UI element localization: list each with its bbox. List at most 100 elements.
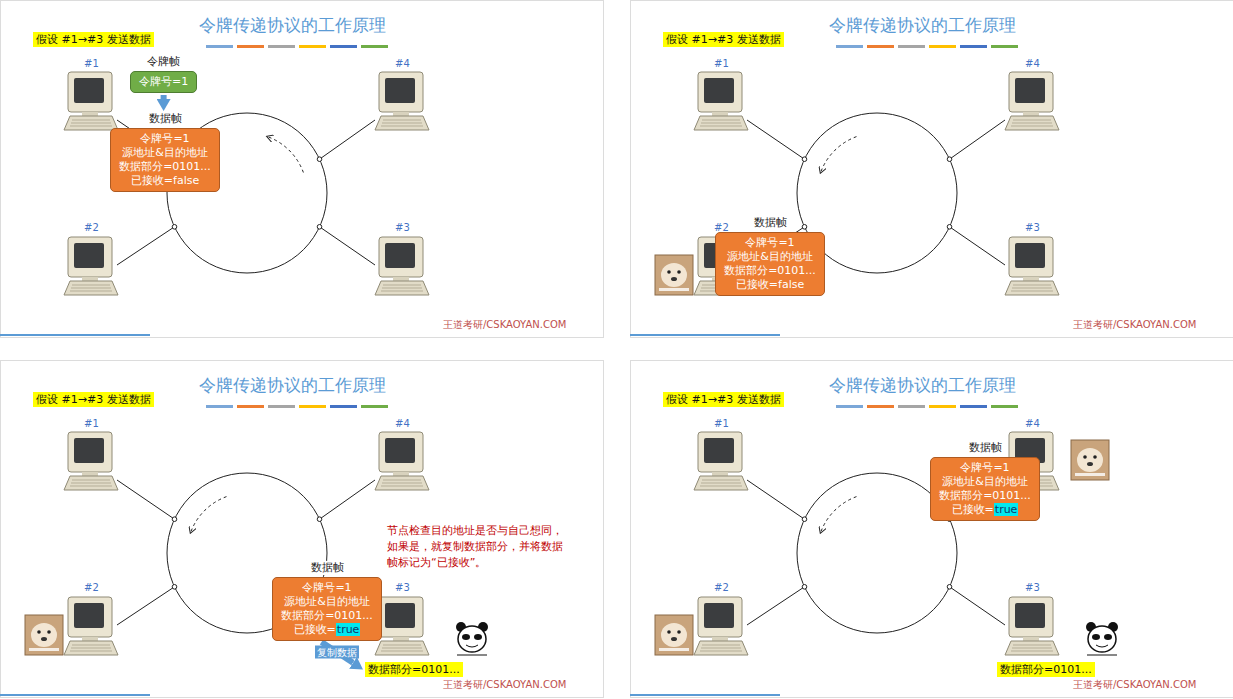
computer-icon [64,597,118,655]
frame-heading: 数据帧 [309,561,346,575]
computer-number: #4 [395,418,410,429]
frame-field: 源地址&目的地址 [284,595,370,608]
watermark: 王道考研/CSKAOYAN.COM [1073,678,1196,692]
computer-number: #1 [714,58,729,69]
computer-icon [1005,597,1059,655]
computer-icon [1005,72,1059,130]
data-frame: 数据帧令牌号=1源地址&目的地址数据部分=0101...已接收=true [930,441,1040,521]
highlight-text: 数据部分=0101... [1000,663,1092,676]
computer-number: #3 [395,582,410,593]
frame-field: 数据部分=0101... [724,264,816,277]
computer-number: #1 [84,418,99,429]
frame-field: 源地址&目的地址 [122,146,208,159]
frame-heading: 数据帧 [752,216,789,230]
computer-icon [64,72,118,130]
frame-field: 令牌号=1 [745,236,794,249]
frame-field: 数据部分=0101... [281,609,373,622]
slide-panel [630,1,1233,338]
computer-number: #1 [84,58,99,69]
computer-number: #4 [1025,58,1040,69]
assumption-highlight: 假设 #1→#3 发送数据 [663,32,784,47]
frame-field: true [994,503,1019,516]
watermark: 王道考研/CSKAOYAN.COM [443,678,566,692]
computer-icon [375,237,429,295]
assumption-highlight: 假设 #1→#3 发送数据 [33,32,154,47]
slide-panel [0,1,604,338]
frame-field: 已接收=false [736,278,804,291]
meme-image [655,615,693,655]
token-box: 令牌号=1 [130,71,197,93]
frame-field: 已接收=false [131,174,199,187]
computer-icon [694,72,748,130]
frame-field: 令牌号=1 [139,75,188,88]
direction-arc [821,497,857,533]
highlight-text: 假设 #1→#3 发送数据 [666,33,781,46]
watermark: 王道考研/CSKAOYAN.COM [1073,318,1196,332]
direction-arc [268,137,304,173]
frame-box: 令牌号=1源地址&目的地址数据部分=0101...已接收=false [110,128,220,192]
data-frame: 数据帧令牌号=1源地址&目的地址数据部分=0101...已接收=false [110,112,220,192]
highlight-text: 假设 #1→#3 发送数据 [36,33,151,46]
meme-image [655,255,693,295]
frame-field: 源地址&目的地址 [727,250,813,263]
direction-arc [821,137,857,173]
data-frame: 数据帧令牌号=1源地址&目的地址数据部分=0101...已接收=false [715,216,825,296]
slide-panel [630,361,1233,698]
frame-box: 令牌号=1源地址&目的地址数据部分=0101...已接收=false [715,232,825,296]
edge-label: 复制数据 [315,646,359,659]
highlight-text: 假设 #1→#3 发送数据 [36,393,151,406]
computer-icon [64,237,118,295]
computer-number: #1 [714,418,729,429]
slide-panel [0,361,604,698]
assumption-highlight: 假设 #1→#3 发送数据 [33,392,154,407]
computer-number: #2 [714,582,729,593]
computer-number: #3 [1025,582,1040,593]
frame-heading: 数据帧 [147,112,184,126]
frame-field: true [336,623,361,636]
copied-data: 数据部分=0101... [365,662,463,677]
computer-number: #3 [1025,222,1040,233]
frame-box: 令牌号=1源地址&目的地址数据部分=0101...已接收=true [930,457,1040,521]
block-arrow [161,95,167,99]
computer-icon [1005,237,1059,295]
frame-box: 令牌号=1源地址&目的地址数据部分=0101...已接收=true [272,577,382,641]
copied-data: 数据部分=0101... [997,662,1095,677]
frame-field: 令牌号=1 [302,581,351,594]
computer-icon [375,432,429,490]
frame-field: 已接收= [294,623,336,636]
highlight-text: 数据部分=0101... [368,663,460,676]
computer-icon [64,432,118,490]
frame-heading: 数据帧 [967,441,1004,455]
watermark: 王道考研/CSKAOYAN.COM [443,318,566,332]
computer-icon [375,597,429,655]
frame-field: 源地址&目的地址 [942,475,1028,488]
meme-image [1082,620,1122,660]
computer-icon [694,432,748,490]
assumption-highlight: 假设 #1→#3 发送数据 [663,392,784,407]
computer-number: #3 [395,222,410,233]
slide-title: 令牌传递协议的工作原理 [829,374,1016,397]
frame-heading: 令牌帧 [145,55,182,69]
computer-number: #2 [84,582,99,593]
computer-icon [694,597,748,655]
frame-field: 数据部分=0101... [119,160,211,173]
highlight-text: 假设 #1→#3 发送数据 [666,393,781,406]
computer-number: #2 [84,222,99,233]
computer-number: #4 [1025,418,1040,429]
computer-icon [375,72,429,130]
direction-arc [191,497,227,533]
token-frame: 令牌帧令牌号=1 [130,55,197,93]
note-text: 节点检查目的地址是否与自己想同，如果是，就复制数据部分，并将数据帧标记为“已接收… [387,523,567,571]
meme-image [1071,440,1109,480]
meme-image [452,620,492,660]
computer-number: #4 [395,58,410,69]
frame-field: 令牌号=1 [960,461,1009,474]
data-frame: 数据帧令牌号=1源地址&目的地址数据部分=0101...已接收=true [272,561,382,641]
slide-title: 令牌传递协议的工作原理 [829,14,1016,37]
frame-field: 令牌号=1 [140,132,189,145]
slide-title: 令牌传递协议的工作原理 [199,14,386,37]
slide-title: 令牌传递协议的工作原理 [199,374,386,397]
meme-image [25,615,63,655]
